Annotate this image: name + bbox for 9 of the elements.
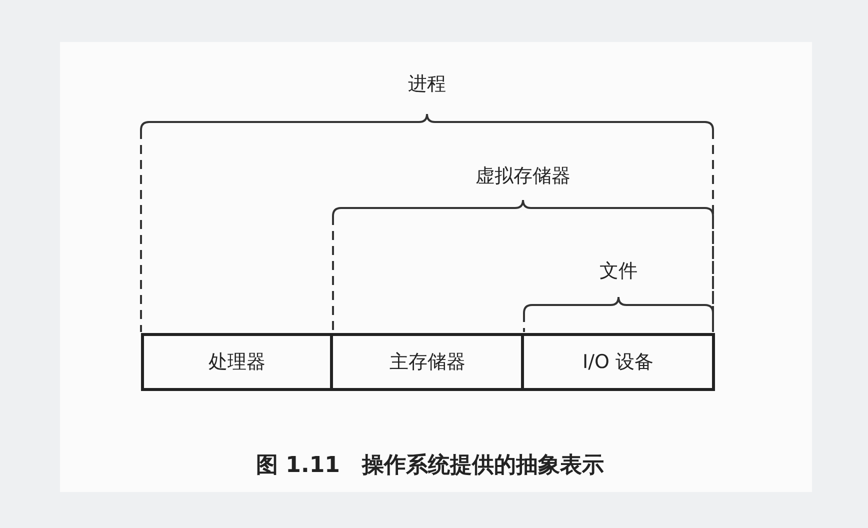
bracket-label: 进程 [408,72,446,97]
box-label: 主存储器 [390,350,466,375]
figure-caption: 图 1.11 操作系统提供的抽象表示 [256,452,604,480]
bracket-label: 文件 [600,259,638,284]
box-label: I/O 设备 [582,350,654,375]
bracket-label: 虚拟存储器 [476,164,570,189]
box-label: 处理器 [208,350,266,375]
component-box [141,333,333,391]
component-box [521,333,715,391]
